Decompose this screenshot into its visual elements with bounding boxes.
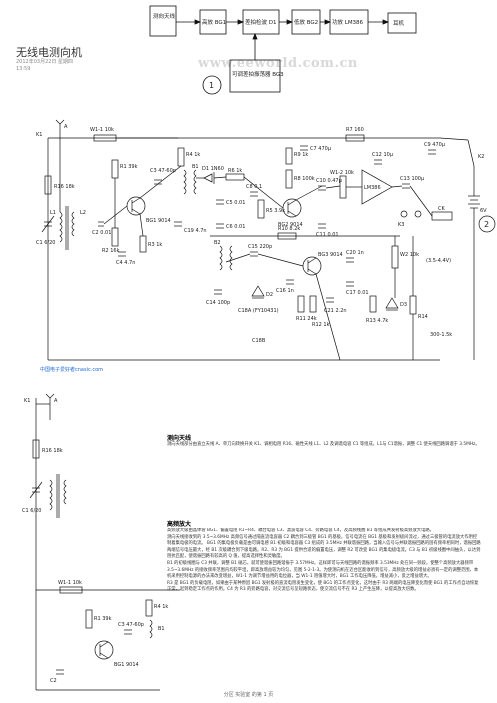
label-c9: C9 470μ (424, 142, 446, 148)
label-c16: C16 1n (276, 288, 294, 294)
block-diagram-marker: 1 (209, 81, 214, 90)
label-r7: R7 160 (346, 127, 364, 133)
small-label-r1: R1 39k (94, 616, 112, 622)
small-label-w1-1: W1-1 10k (58, 580, 82, 586)
label-6v: 6V (480, 208, 487, 214)
label-d3: D3 (400, 302, 407, 308)
label-c1: C1 6/20 (36, 240, 56, 246)
label-voltage-range: (3.5-4.4V) (426, 258, 451, 264)
label-c15: C15 220p (248, 244, 272, 250)
small-label-r16: R16 18k (42, 448, 63, 454)
block-earphone (387, 12, 417, 34)
block-rf-amp (199, 9, 227, 35)
source-note: 中国电子爱好者cnasic.com (40, 367, 103, 373)
section-antenna-body: 测向天线部分由直立天线 A、单刀向转换开关 K1、调相电阻 R16、磁性天线 L… (167, 442, 480, 447)
section-rf-amp-heading: 高频放大 (167, 521, 192, 528)
block-earphone-label: 耳机 (393, 19, 405, 27)
label-k3: K3 (398, 222, 404, 228)
label-c2: C2 0.01 (92, 230, 111, 236)
label-r8: R8 100k (294, 176, 315, 182)
label-r12: R12 1k (312, 322, 330, 328)
label-c4: C4 4.7n (116, 260, 135, 266)
small-label-k1: K1 (24, 398, 30, 404)
label-c19: C19 4.7n (184, 228, 207, 234)
label-bg1: BG1 9014 (146, 218, 171, 224)
label-l2: L2 (80, 210, 86, 216)
label-c17: C17 0.01 (346, 290, 369, 296)
label-c20: C20 1n (346, 250, 364, 256)
small-label-c3: C3 47-60p (118, 622, 144, 628)
label-r16: R16 18k (54, 184, 75, 190)
page-meta: 2012年03月22日 星期四 13:59 (16, 59, 73, 73)
block-bfo-label: 可调差拍振荡器 BG3 (232, 70, 284, 78)
small-label-c1: C1 6/20 (22, 508, 42, 514)
label-c7: C7 470μ (310, 146, 332, 152)
watermark: www.eeworld.com.cn (198, 56, 358, 71)
label-c8: C8 0.1 (246, 184, 262, 190)
block-detector (242, 9, 280, 35)
label-a: A (64, 124, 68, 130)
label-c5: C5 0.01 (226, 200, 245, 206)
block-audio-amp (291, 9, 321, 35)
page-date: 2012年03月22日 星期四 (16, 59, 74, 65)
small-label-c2: C2 (50, 678, 57, 684)
label-l1: L1 (50, 210, 56, 216)
label-lm386: LM386 (364, 185, 381, 191)
label-c13: C13 100μ (400, 176, 425, 182)
label-k2: K2 (478, 154, 484, 160)
label-k1: K1 (36, 132, 42, 138)
block-antenna (149, 5, 177, 37)
label-c6: C6 0.01 (226, 224, 245, 230)
block-rf-amp-label: 高放 BG1 (202, 18, 226, 26)
label-r11: R11 24k (296, 316, 317, 322)
label-r6: R6 1k (228, 168, 242, 174)
section-antenna-heading: 测向天线 (167, 435, 192, 442)
label-bg2: BG2 9014 (278, 222, 303, 228)
label-r3: R3 1k (148, 242, 162, 248)
label-r13: R13 4.7k (366, 318, 388, 324)
page-title: 无线电测向机 (16, 46, 82, 59)
label-c12: C12 10μ (372, 152, 394, 158)
label-b2: B2 (214, 240, 221, 246)
label-r4: R4 1k (186, 152, 200, 158)
label-r5: R5 3.9k (266, 208, 285, 214)
label-b1: B1 (192, 164, 199, 170)
block-antenna-label: 测向天线 (153, 12, 176, 20)
schematic-marker: 2 (484, 220, 489, 229)
small-label-b1: B1 (158, 626, 165, 632)
label-c11: C11 0.01 (316, 232, 339, 238)
page-time: 13:59 (16, 66, 31, 72)
small-label-a: A (54, 398, 58, 404)
section-rf-amp-body: 高频放大级由晶体管 BG1、偏置电阻 R1~R4、耦合电容 C3、滤波电容 C4… (167, 528, 481, 593)
page-footer: 分区 实验室 的第 1 页 (223, 692, 274, 698)
label-r2: R2 16k (102, 248, 120, 254)
block-power-amp-label: 功放 LM386 (332, 18, 364, 26)
label-ck: CK (438, 206, 445, 212)
label-w1-2: W1-2 10k (330, 170, 354, 176)
label-r10: R10 8.2k (278, 226, 300, 232)
label-d2: D2 (266, 292, 273, 298)
label-r9: R9 1k (294, 152, 308, 158)
label-d1: D1 1N60 (202, 166, 224, 172)
block-power-amp (329, 9, 369, 35)
label-c3: C3 47-60p (150, 168, 176, 174)
block-detector-label: 差拍检波 D1 (245, 18, 276, 26)
label-r1: R1 39k (120, 164, 138, 170)
label-c18a: C18A (FY10431) (238, 308, 279, 314)
label-c10: C10 0.47μ (316, 178, 343, 184)
block-audio-amp-label: 低放 BG2 (294, 18, 318, 26)
label-c18b: C18B (252, 338, 266, 344)
label-w2: W2 10k (400, 252, 419, 258)
small-label-bg1: BG1 9014 (114, 662, 139, 668)
label-bg3: BG3 9014 (318, 252, 343, 258)
label-r14: R14 (418, 314, 428, 320)
label-c21: C21 2.2n (324, 308, 347, 314)
label-c14: C14 100p (206, 300, 230, 306)
label-r14-range: 300-1.5k (430, 332, 452, 338)
label-w1-1: W1-1 10k (90, 127, 114, 133)
